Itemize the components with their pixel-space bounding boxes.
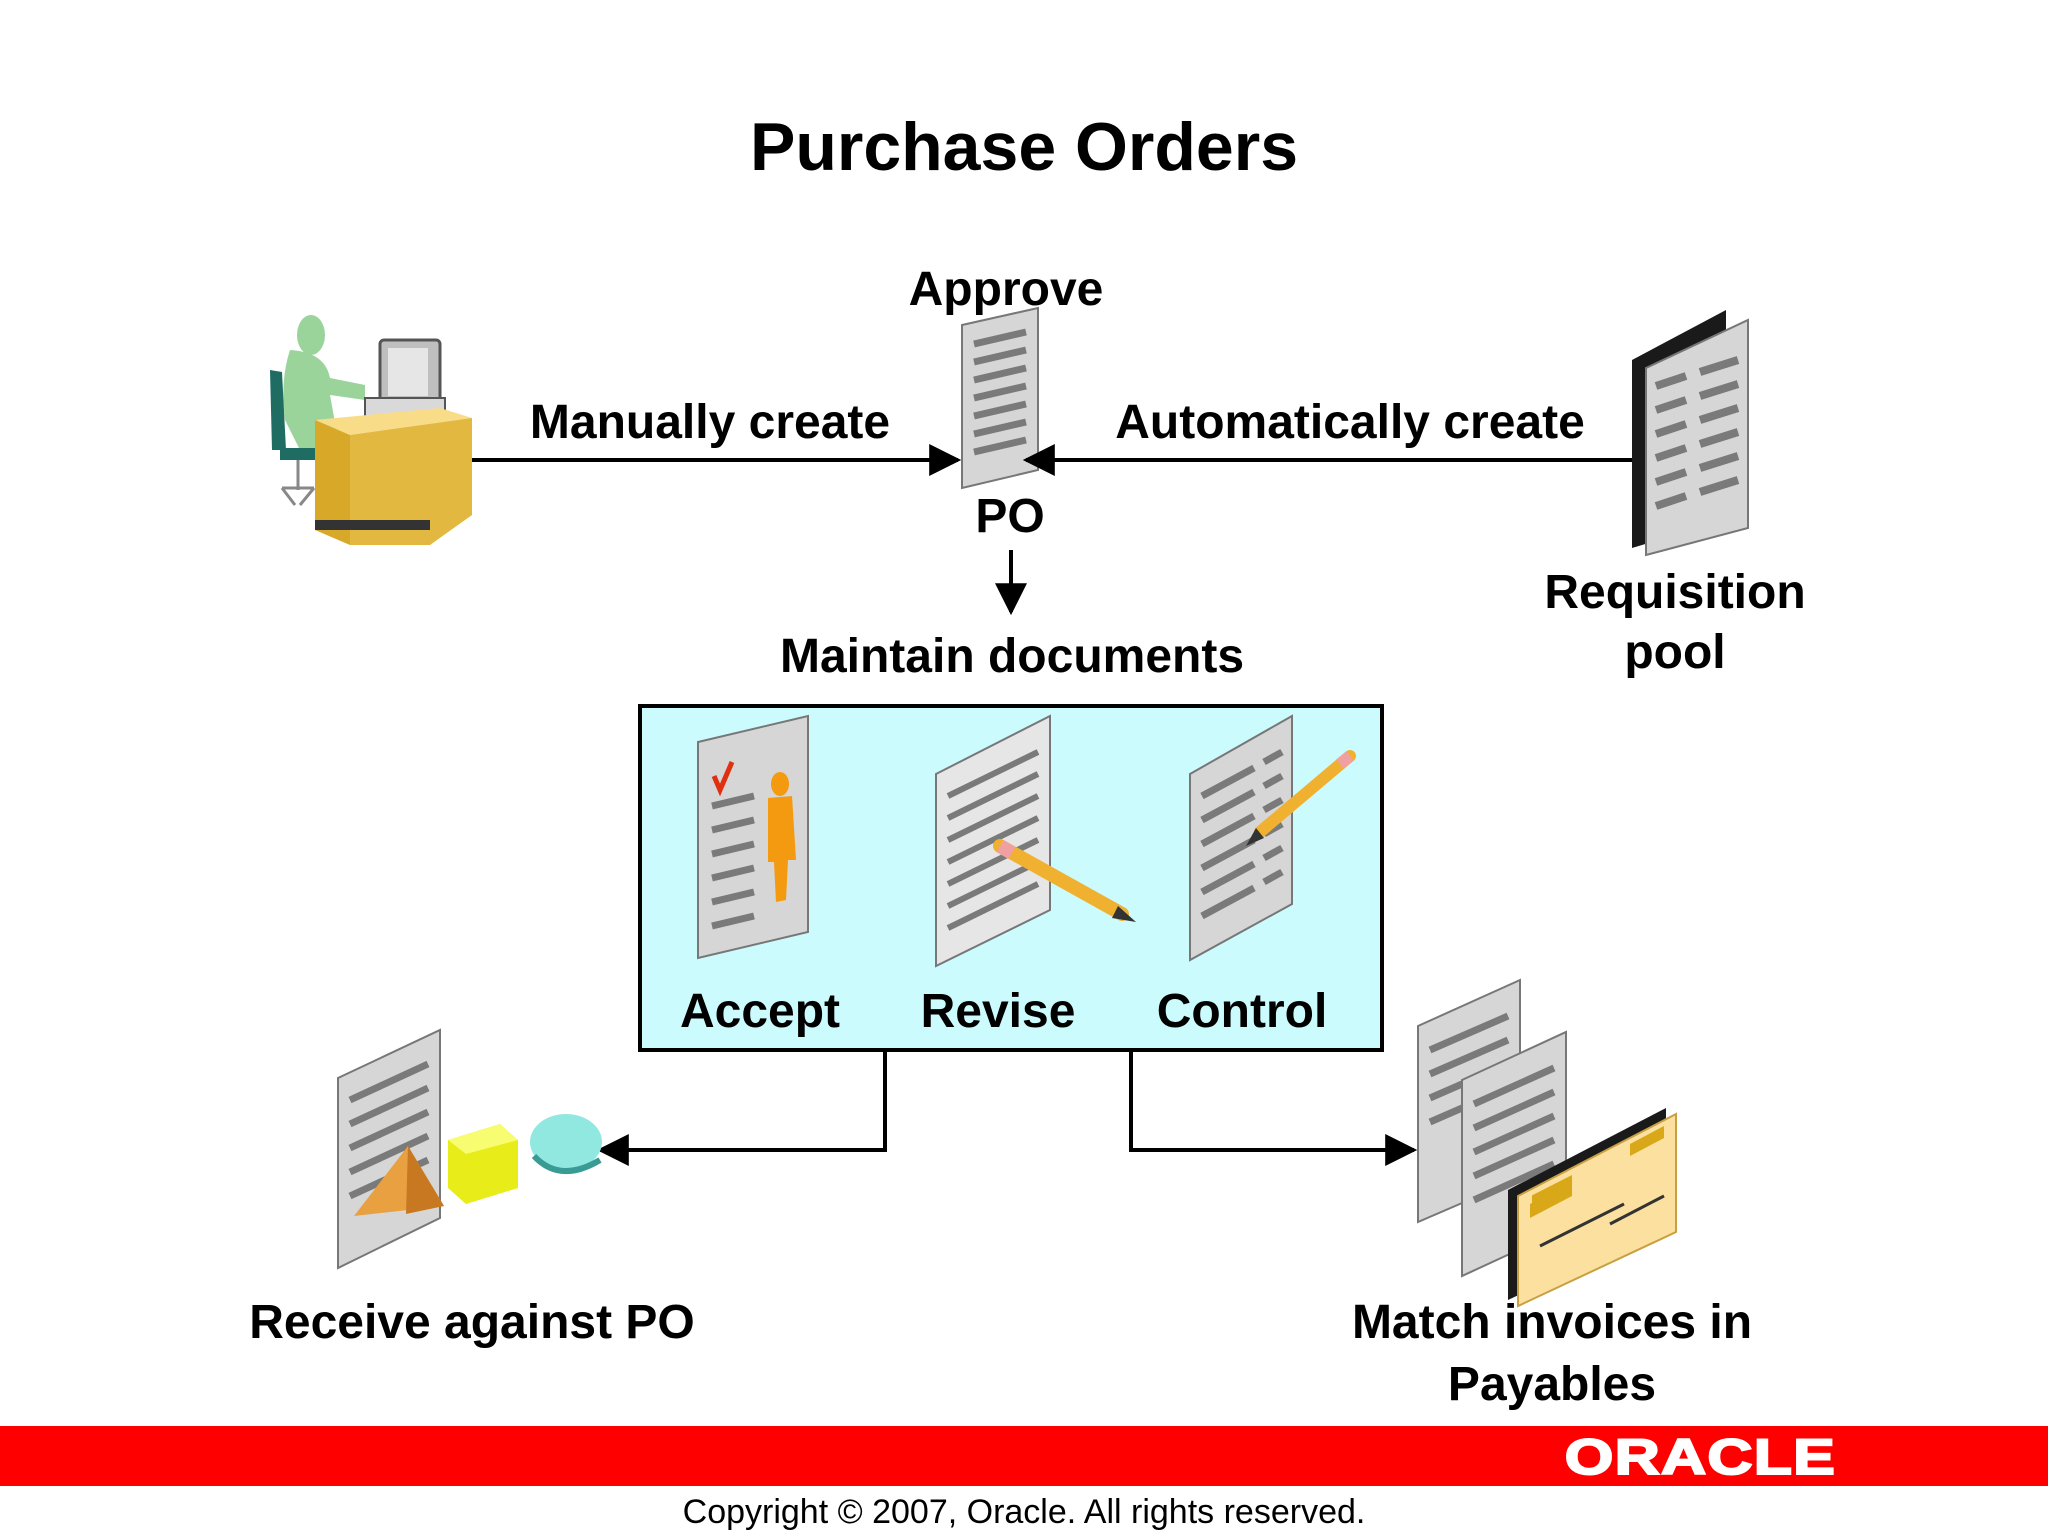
copyright-text: Copyright © 2007, Oracle. All rights res…: [682, 1493, 1366, 1531]
footer-red-band: [0, 1426, 2048, 1486]
accept-document-icon: [697, 714, 809, 960]
match-invoices-label-line2: Payables: [1448, 1358, 1656, 1411]
oracle-logo: ORACLE: [1563, 1428, 1836, 1486]
requisition-pool-icon: [1632, 310, 1749, 557]
requisition-pool-label-line2: pool: [1624, 626, 1725, 679]
revise-document-icon: [935, 714, 1136, 968]
match-invoices-label-line1: Match invoices in: [1352, 1296, 1752, 1349]
manually-create-label: Manually create: [530, 396, 890, 449]
requisition-pool-label-line1: Requisition: [1544, 566, 1805, 619]
receive-goods-icon: [337, 1028, 602, 1270]
po-label: PO: [975, 490, 1044, 543]
accept-label: Accept: [680, 985, 840, 1038]
approve-label: Approve: [909, 263, 1104, 316]
automatically-create-label: Automatically create: [1115, 396, 1585, 449]
control-document-icon: [1189, 714, 1356, 962]
page-title: Purchase Orders: [750, 109, 1298, 185]
invoices-and-check-icon: [1417, 978, 1677, 1308]
person-at-desk-icon: [270, 315, 472, 545]
maintain-documents-label: Maintain documents: [780, 630, 1244, 683]
match-connector-arrow: [1129, 1050, 1418, 1166]
receive-against-po-label: Receive against PO: [249, 1296, 695, 1349]
receive-connector-arrow: [596, 1050, 887, 1166]
revise-label: Revise: [921, 985, 1076, 1038]
control-label: Control: [1157, 985, 1328, 1038]
